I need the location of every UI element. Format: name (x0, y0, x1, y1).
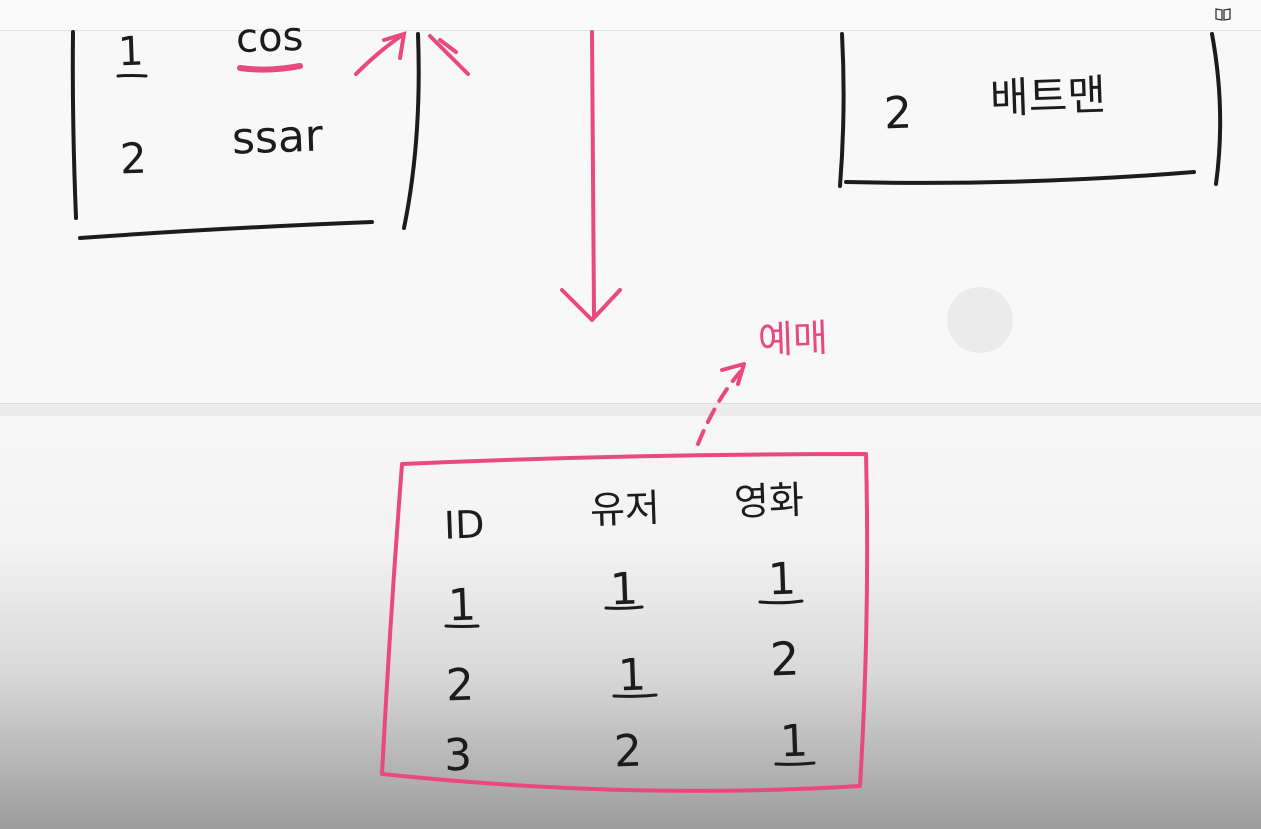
reservation-r3-id: 3 (443, 729, 473, 782)
reservation-r3-user: 2 (613, 725, 643, 778)
users-row1-name: cos (235, 13, 305, 63)
users-row2-name: ssar (231, 110, 324, 165)
top-toolbar (0, 0, 1261, 31)
reservation-header-user: 유저 (589, 485, 661, 533)
book-icon[interactable] (1215, 7, 1231, 21)
page-divider (0, 403, 1261, 417)
reservation-r1-user: 1 (609, 563, 639, 616)
reservation-r2-id: 2 (445, 659, 475, 712)
movies-row-title: 배트맨 (989, 69, 1107, 124)
pointer-highlight (947, 287, 1013, 353)
reservation-r2-user: 1 (617, 649, 647, 702)
users-row2-id: 2 (119, 133, 148, 184)
reservation-annotation: 예매 (757, 315, 829, 363)
reservation-r1-id: 1 (447, 579, 477, 632)
reservation-header-id: ID (443, 502, 486, 548)
movies-row-id: 2 (883, 87, 913, 140)
reservation-r1-movie: 1 (767, 553, 797, 606)
whiteboard-page-upper (0, 31, 1261, 403)
reservation-r3-movie: 1 (779, 715, 809, 768)
reservation-r2-movie: 2 (769, 631, 801, 687)
users-row1-id: 1 (117, 28, 145, 76)
reservation-header-movie: 영화 (733, 477, 805, 525)
